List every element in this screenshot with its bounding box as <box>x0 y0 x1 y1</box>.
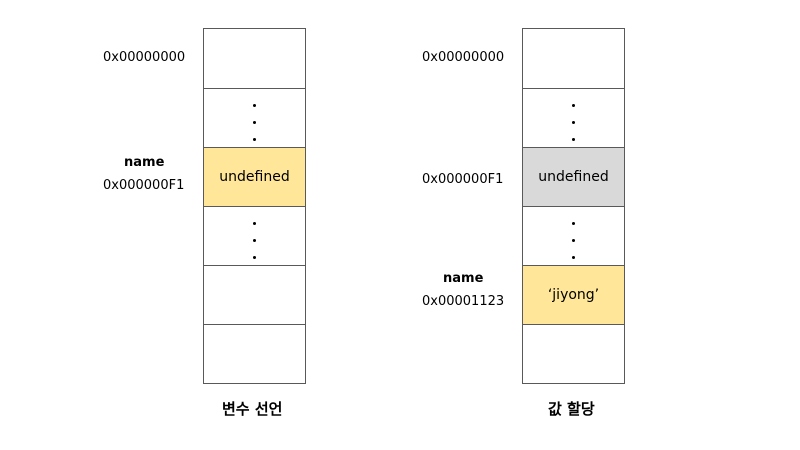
variable-name-label-right: name <box>443 271 484 286</box>
ellipsis-dot <box>253 239 256 242</box>
ellipsis-dot <box>253 256 256 259</box>
ellipsis-dot <box>253 138 256 141</box>
memory-ellipsis-cell <box>204 206 305 265</box>
ellipsis-dot <box>572 256 575 259</box>
caption-assignment: 값 할당 <box>548 400 595 418</box>
ellipsis-dot <box>572 239 575 242</box>
variable-name-label-left: name <box>124 155 165 170</box>
memory-cell <box>204 265 305 324</box>
memory-cell <box>204 29 305 88</box>
variable-address-label-left: 0x000000F1 <box>103 178 185 193</box>
memory-cell-undefined: undefined <box>204 147 305 206</box>
memory-cell-old-undefined: undefined <box>523 147 624 206</box>
ellipsis-dot <box>572 222 575 225</box>
ellipsis-dot <box>253 222 256 225</box>
caption-declaration: 변수 선언 <box>222 400 283 418</box>
memory-ellipsis-cell <box>523 206 624 265</box>
memory-cell-jiyong: ‘jiyong’ <box>523 265 624 324</box>
address-label-top-right: 0x00000000 <box>422 50 505 65</box>
ellipsis-dot <box>572 138 575 141</box>
address-label-top-left: 0x00000000 <box>103 50 186 65</box>
memory-column-assignment: undefined ‘jiyong’ <box>522 28 625 384</box>
memory-column-declaration: undefined <box>203 28 306 384</box>
ellipsis-dot <box>572 121 575 124</box>
memory-ellipsis-cell <box>204 88 305 147</box>
variable-address-label-right: 0x00001123 <box>422 294 505 309</box>
cell-value-text: ‘jiyong’ <box>547 287 600 303</box>
memory-ellipsis-cell <box>523 88 624 147</box>
cell-value-text: undefined <box>538 169 609 185</box>
ellipsis-dot <box>253 121 256 124</box>
ellipsis-dot <box>253 104 256 107</box>
memory-cell <box>523 324 624 383</box>
memory-cell <box>523 29 624 88</box>
cell-value-text: undefined <box>219 169 290 185</box>
old-address-label-right: 0x000000F1 <box>422 172 504 187</box>
ellipsis-dot <box>572 104 575 107</box>
memory-cell <box>204 324 305 383</box>
